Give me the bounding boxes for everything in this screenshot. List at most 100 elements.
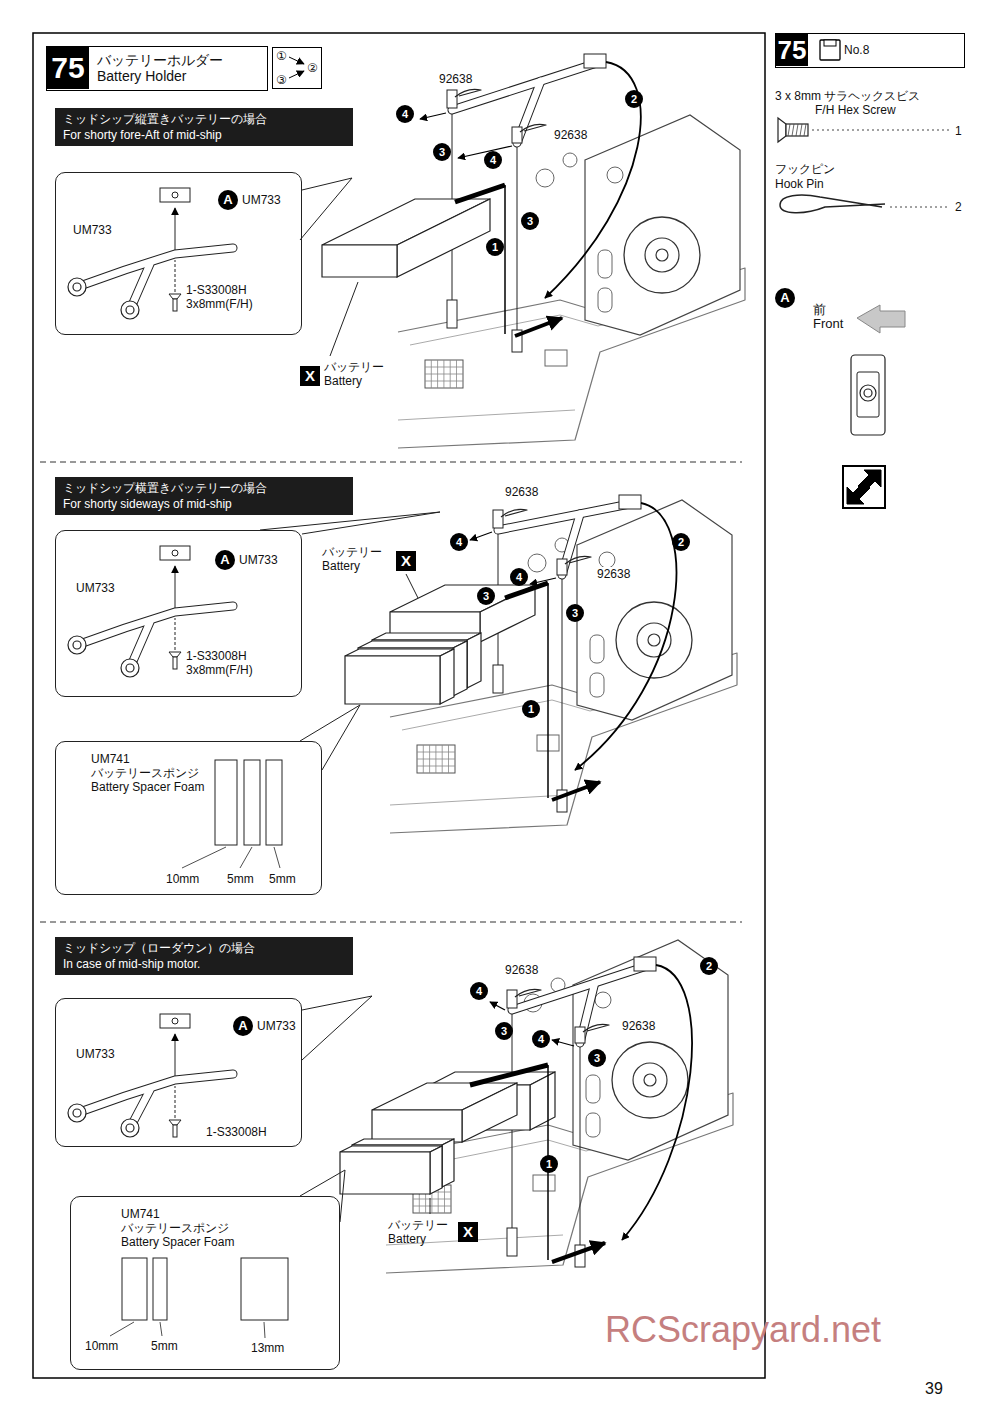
battery-drawing [372, 1083, 517, 1142]
node-text: ① [276, 49, 287, 63]
callout-number: 1 [486, 238, 504, 256]
connector-block [533, 1175, 555, 1191]
node-text: No.8 [844, 43, 869, 57]
direction-arrow [420, 113, 446, 119]
holder-plate [77, 248, 233, 287]
drawing-circle [860, 385, 876, 401]
suspension-part [607, 167, 623, 183]
assembly-arrow [175, 208, 176, 250]
callout-number: 1 [540, 1155, 558, 1173]
drawing-circle [73, 283, 81, 291]
drawing-face [467, 633, 481, 688]
move-path [575, 503, 676, 770]
bag-icon [820, 40, 840, 60]
screw [169, 294, 181, 299]
screw-thread [800, 124, 802, 136]
drawing-circle [68, 1104, 86, 1122]
marker-circle: AUM733 [233, 1016, 308, 1038]
callout-number: 4 [396, 105, 414, 123]
screw-guide [175, 618, 176, 650]
screw-guide [175, 1086, 176, 1118]
drawing-line [425, 381, 463, 382]
hook-pin [455, 89, 481, 97]
holder-plate [77, 1074, 233, 1113]
part-name: Hook Pin [775, 177, 824, 191]
chassis-rail [390, 795, 567, 805]
marker-circle: A [775, 288, 799, 310]
leader-line [322, 705, 360, 770]
callout-number: 3 [521, 212, 539, 230]
dotted-leader [812, 130, 950, 131]
screw-icon [786, 124, 808, 136]
screw [173, 1125, 177, 1137]
leader-line [160, 1322, 162, 1336]
drawing-circle [121, 1119, 139, 1137]
drawing-face [453, 641, 467, 696]
drawing-circle [172, 192, 178, 198]
node-text: ミッドシップ横置きバッテリーの場合 [63, 481, 347, 495]
post-guide [517, 147, 518, 330]
callout-number: 3 [588, 1049, 606, 1067]
battery-strap [547, 583, 549, 798]
foam-sample [241, 1258, 288, 1320]
node-text: 5mm [151, 1339, 178, 1353]
step-header: 75バッテリーホルダー Battery Holder [46, 46, 268, 91]
symbol-letter: A [775, 288, 795, 308]
node-text: UM733 [242, 193, 281, 207]
screw [169, 1120, 181, 1125]
node-text: 13mm [251, 1341, 284, 1355]
symbol-letter: X [396, 551, 416, 571]
drawing-circle [126, 1124, 134, 1132]
leader-line [302, 996, 372, 1060]
order-icon: ①②③ [272, 47, 322, 89]
node-text: In case of mid-ship motor. [63, 957, 347, 971]
callout-number: 1 [522, 700, 540, 718]
node-text: 1-S33008H 3x8mm(F/H) [186, 283, 266, 311]
gear-cover [633, 1063, 667, 1097]
direction-arrow [530, 578, 556, 584]
battery-drawing [340, 1146, 442, 1194]
screw-icon [778, 118, 786, 142]
order-arrow [289, 57, 304, 64]
hook-pin [501, 509, 527, 517]
screw-thread [788, 124, 790, 136]
battery-post [447, 300, 457, 328]
symbol-letter: X [300, 366, 320, 386]
symbol-letter: 75 [47, 47, 89, 89]
battery-strap [505, 583, 548, 598]
callout-number: 2 [700, 957, 718, 975]
node-text: ③ [276, 73, 287, 87]
drawing-line [413, 1206, 451, 1207]
node-text: UM733 [76, 581, 115, 595]
drawing-circle [73, 641, 81, 649]
housing-slot [598, 288, 612, 312]
node-text: UM733 [239, 553, 278, 567]
drawing-face [340, 1152, 430, 1194]
direction-label: 前 Front [813, 303, 849, 331]
marker-circle: AUM733 [215, 550, 290, 572]
part-name: 3 x 8mm サラヘックスビス [775, 89, 920, 103]
post-guide [562, 579, 563, 790]
hook-pin [583, 1024, 609, 1032]
drawing-circle [68, 278, 86, 296]
drawing-face [430, 1146, 442, 1194]
callout-number: 2 [625, 90, 643, 108]
inset-drawing [68, 1014, 233, 1137]
drawing-face [358, 641, 467, 648]
symbol-letter: A [233, 1016, 253, 1036]
leader-line [330, 282, 358, 356]
gear-cover [656, 249, 668, 261]
part-number: 92638 [595, 567, 632, 581]
node-text: 1-S33008H 3x8mm(F/H) [186, 649, 266, 677]
battery-holder-plate [452, 62, 600, 110]
battery-post [507, 1228, 517, 1256]
suspension-part [563, 153, 577, 167]
gear-cover [645, 238, 679, 272]
assembly-arrow [175, 1034, 176, 1076]
drawing-face [340, 1146, 442, 1152]
battery-strap [504, 185, 506, 334]
suspension-part [599, 552, 615, 568]
housing-slot [598, 250, 612, 278]
screw-thread [796, 124, 798, 136]
